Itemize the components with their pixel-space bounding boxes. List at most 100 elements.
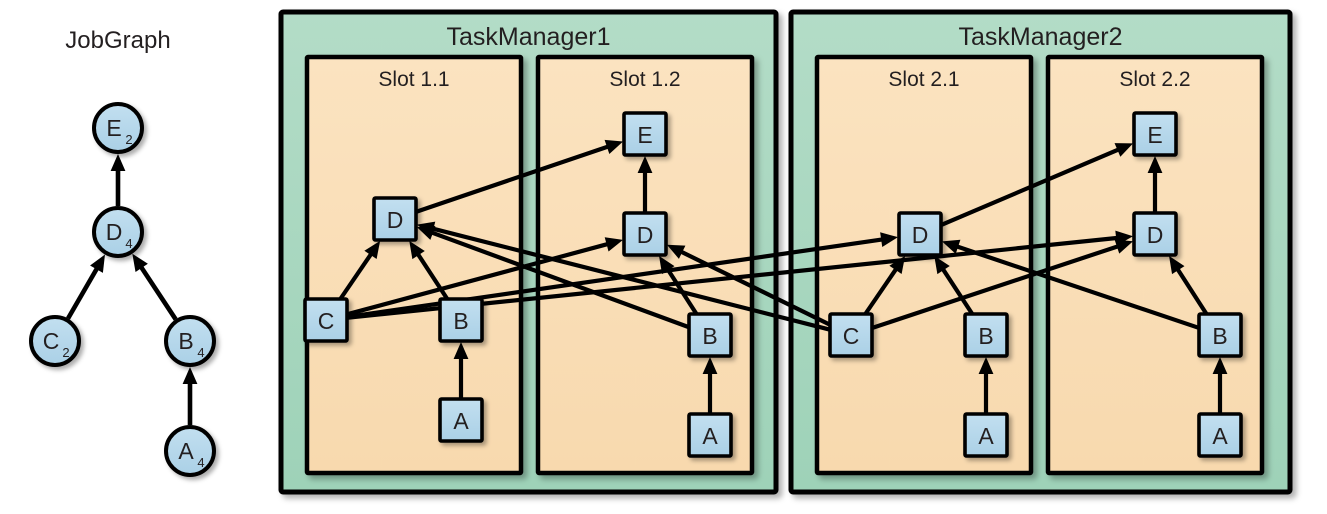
task-node-label: A [453,408,469,434]
task-node-slot22-D[interactable]: D [1132,211,1178,257]
edge-slot21-A-to-slot21-B [978,357,994,414]
slot-slot21[interactable]: Slot 2.1 [814,54,1034,476]
task-node-label: C [843,323,860,349]
jobgraph-edge-C-to-D [66,254,105,320]
task-node-slot22-A[interactable]: A [1197,412,1243,458]
jobgraph-edge-B-to-D [132,253,178,321]
edge-slot21-C-to-slot21-D [863,255,906,316]
task-node-box [438,297,484,343]
task-node-box [1132,111,1178,157]
task-node-label: A [978,423,994,449]
slot-title: Slot 1.2 [609,68,680,91]
edge-slot11-C-to-slot21-D [346,232,899,320]
node-parallelism-subscript: 4 [197,345,204,360]
task-node-box [622,211,668,257]
task-node-box [687,312,733,358]
task-node-box [963,312,1009,358]
task-node-label: E [637,122,652,148]
task-node-label: D [387,207,404,233]
task-node-slot11-B[interactable]: B [438,297,484,343]
task-node-label: B [702,323,717,349]
task-node-label: E [1147,122,1162,148]
task-node-label: A [702,423,718,449]
slot-title: Slot 2.2 [1119,68,1190,91]
task-node-slot22-B[interactable]: B [1197,312,1243,358]
edge-slot11-C-to-slot11-D [338,240,381,301]
task-node-slot12-A[interactable]: A [687,412,733,458]
task-node-slot12-D[interactable]: D [622,211,668,257]
slot-title: Slot 2.1 [888,68,959,91]
task-node-label: A [1212,423,1228,449]
task-node-box [1132,211,1178,257]
task-node-label: D [637,222,654,248]
node-label: E [106,115,121,141]
task-node-box [622,111,668,157]
node-circle [164,315,216,367]
task-node-slot12-E[interactable]: E [622,111,668,157]
slot-box [304,54,524,476]
task-node-label: B [978,323,993,349]
edge-slot12-B-to-slot11-D [416,226,690,330]
edge-slot11-C-to-slot12-D [346,237,624,317]
task-node-slot11-C[interactable]: C [303,297,349,343]
slot-slot11[interactable]: Slot 1.1 [304,54,524,476]
edge-slot21-C-to-slot12-D [666,244,831,327]
node-circle [92,102,144,154]
task-node-box [897,211,943,257]
jobgraph-edges [66,154,198,425]
task-node-slot21-D[interactable]: D [897,211,943,257]
edge-slot22-B-to-slot21-D [941,239,1200,330]
node-label: B [178,328,193,354]
node-circle [92,206,144,258]
task-node-box [303,297,349,343]
slot-box [814,54,1034,476]
task-node-slot12-B[interactable]: B [687,312,733,358]
task-node-slot21-C[interactable]: C [828,312,874,358]
task-node-slot11-A[interactable]: A [438,397,484,443]
task-node-box [963,412,1009,458]
node-parallelism-subscript: 4 [125,236,132,251]
node-circle [29,315,81,367]
node-parallelism-subscript: 2 [62,345,69,360]
edge-slot22-B-to-slot22-D [1169,255,1209,316]
task-node-slot11-D[interactable]: D [372,196,418,242]
edge-slot21-C-to-slot22-D [871,239,1134,331]
execution-node-layer: D C B A E D B A D C B A E D B A [303,111,1243,458]
task-node-label: C [318,308,335,334]
task-node-box [1197,312,1243,358]
edge-slot22-A-to-slot22-B [1212,357,1228,414]
node-label: D [106,219,123,245]
task-node-box [828,312,874,358]
task-node-slot22-E[interactable]: E [1132,111,1178,157]
task-node-box [1197,412,1243,458]
slot-slot22[interactable]: Slot 2.2 [1045,54,1265,476]
task-node-slot21-A[interactable]: A [963,412,1009,458]
node-parallelism-subscript: 2 [125,132,132,147]
node-parallelism-subscript: 4 [197,455,204,470]
task-node-box [438,397,484,443]
jobgraph-edge-D-to-E [110,154,126,206]
edge-slot12-B-to-slot12-D [659,255,699,316]
task-node-slot21-B[interactable]: B [963,312,1009,358]
task-node-box [687,412,733,458]
task-node-box [372,196,418,242]
jobgraph-title: JobGraph [65,27,170,54]
edge-slot11-A-to-slot11-B [453,342,469,399]
task-node-label: D [1147,222,1164,248]
edge-slot21-D-to-slot22-E [940,143,1134,227]
edge-slot22-D-to-slot22-E [1147,156,1163,213]
slot-box [1045,54,1265,476]
task-node-label: D [912,222,929,248]
taskmanager-title: TaskManager1 [447,23,611,51]
jobgraph-edge-A-to-B [182,367,198,425]
